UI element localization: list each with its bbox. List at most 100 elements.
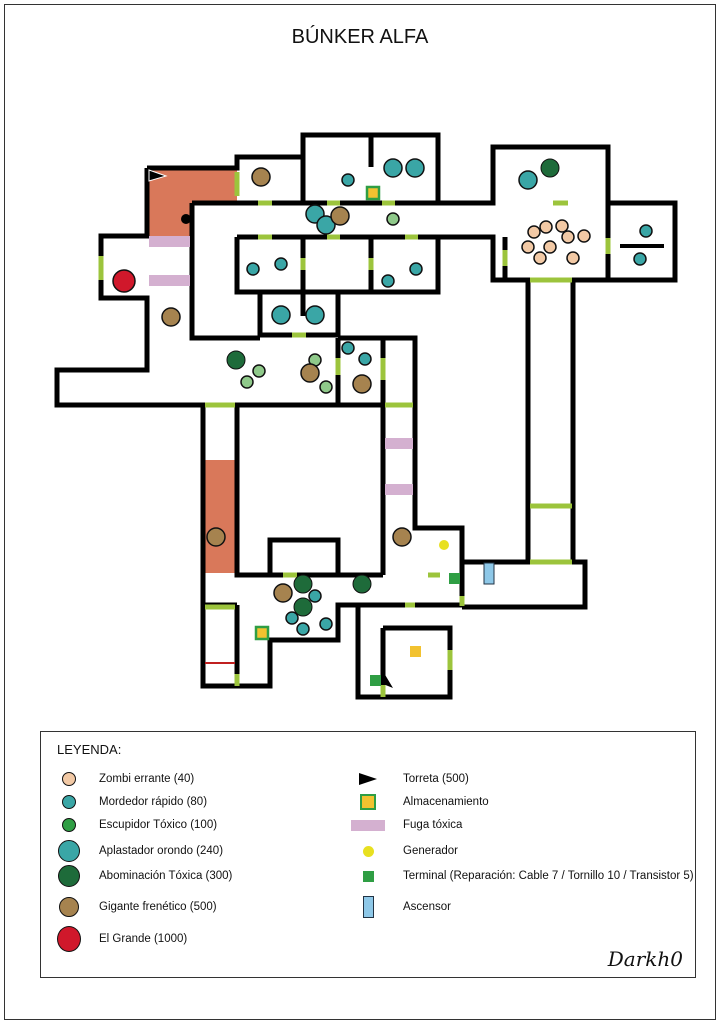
toxic-spitter-marker [319, 380, 333, 394]
legend-item-object: Almacenamiento [351, 790, 489, 814]
legend-label: El Grande (1000) [99, 933, 188, 945]
fast-biter-marker [319, 617, 333, 631]
giant-marker [352, 374, 372, 394]
toxic-spitter-marker [252, 364, 266, 378]
legend-item-object: Fuga tóxica [351, 813, 462, 837]
fast-biter-marker [358, 352, 372, 366]
legend-item-enemy: El Grande (1000) [57, 926, 188, 952]
giant-marker [206, 527, 226, 547]
page-frame [4, 4, 716, 1020]
fast-biter-marker [296, 622, 310, 636]
legend-item-enemy: Aplastador orondo (240) [57, 839, 223, 863]
legend-item-object: Generador [351, 839, 458, 863]
storage-icon [365, 185, 381, 201]
toxic-abomination-marker [226, 350, 246, 370]
storage-icon [351, 790, 385, 814]
terminal-icon [351, 864, 385, 888]
legend-item-enemy: Mordedor rápido (80) [57, 790, 207, 814]
giant-marker [392, 527, 412, 547]
turret-icon [381, 668, 393, 688]
legend-label: Torreta (500) [403, 773, 469, 785]
legend-item-enemy: Zombi errante (40) [57, 767, 194, 791]
elevator-icon [483, 562, 495, 585]
legend-item-enemy: Escupidor Tóxico (100) [57, 813, 217, 837]
fast-biter-marker [285, 611, 299, 625]
legend-label: Almacenamiento [403, 796, 489, 808]
storage-icon [254, 625, 270, 641]
zombie-marker [521, 240, 535, 254]
enemy-circle-icon [57, 813, 81, 837]
toxic-leak-icon [351, 813, 385, 837]
doors [98, 172, 611, 697]
generator-icon [439, 540, 449, 550]
zombie-marker [555, 219, 569, 233]
legend-item-object: Terminal (Reparación: Cable 7 / Tornillo… [351, 864, 694, 888]
fast-biter-marker [639, 224, 653, 238]
legend-item-enemy: Abominación Tóxica (300) [57, 864, 232, 888]
legend-label: Aplastador orondo (240) [99, 845, 224, 857]
legend-label: Ascensor [403, 901, 451, 913]
enemy-circle-icon [57, 790, 81, 814]
zombie-marker [577, 229, 591, 243]
crusher-marker [316, 215, 336, 235]
crusher-marker [405, 158, 425, 178]
legend-item-object: Ascensor [351, 895, 451, 919]
legend-heading: LEYENDA: [57, 742, 122, 757]
legend-item-enemy: Gigante frenético (500) [57, 895, 217, 919]
toxic-abomination-marker [293, 574, 313, 594]
fast-biter-marker [381, 274, 395, 288]
giant-marker [273, 583, 293, 603]
legend-label: Terminal (Reparación: Cable 7 / Tornillo… [403, 870, 694, 882]
giant-marker [330, 206, 350, 226]
toxic-leaks [149, 236, 413, 495]
terminal-icon [370, 675, 381, 686]
enemy-circle-icon [57, 767, 81, 791]
zombie-marker [539, 220, 553, 234]
giant-marker [300, 363, 320, 383]
enemy-circle-icon [57, 864, 81, 888]
fast-biter-marker [308, 589, 322, 603]
fast-biter-marker [341, 173, 355, 187]
giant-marker [251, 167, 271, 187]
legend-label: Mordedor rápido (80) [99, 796, 208, 808]
zombie-marker [566, 251, 580, 265]
map-title: BÚNKER ALFA [291, 26, 429, 48]
enemy-circle-icon [57, 926, 81, 952]
zombie-marker [543, 240, 557, 254]
signature: Darkh0 [607, 947, 683, 971]
bunker-map [54, 132, 678, 700]
el-grande-marker [112, 269, 136, 293]
crusher-marker [305, 305, 325, 325]
legend-label: Fuga tóxica [403, 819, 463, 831]
toxic-abomination-marker [293, 597, 313, 617]
storage-icon [410, 646, 421, 657]
fast-biter-marker [246, 262, 260, 276]
giant-marker [161, 307, 181, 327]
turret-icon [351, 767, 385, 791]
black-dot-marker [181, 214, 191, 224]
crusher-marker [383, 158, 403, 178]
legend-item-object: Torreta (500) [351, 767, 469, 791]
toxic-spitter-marker [386, 212, 400, 226]
legend-label: Gigante frenético (500) [99, 901, 217, 913]
terminal-icon [449, 573, 460, 584]
fast-biter-marker [409, 262, 423, 276]
fast-biter-marker [341, 341, 355, 355]
legend-label: Zombi errante (40) [99, 773, 195, 785]
toxic-abomination-marker [352, 574, 372, 594]
elevator-icon [351, 895, 385, 919]
zombie-marker [533, 251, 547, 265]
zombie-marker [561, 230, 575, 244]
fast-biter-marker [633, 252, 647, 266]
legend: LEYENDA: Zombi errante (40) Mordedor rápi… [40, 731, 696, 978]
turret-icon [148, 169, 168, 182]
legend-label: Generador [403, 845, 458, 857]
crusher-marker [518, 170, 538, 190]
enemy-circle-icon [57, 895, 81, 919]
toxic-abomination-marker [540, 158, 560, 178]
fast-biter-marker [274, 257, 288, 271]
enemy-circle-icon [57, 839, 81, 863]
crusher-marker [271, 305, 291, 325]
legend-label: Abominación Tóxica (300) [99, 870, 233, 882]
toxic-spitter-marker [240, 375, 254, 389]
